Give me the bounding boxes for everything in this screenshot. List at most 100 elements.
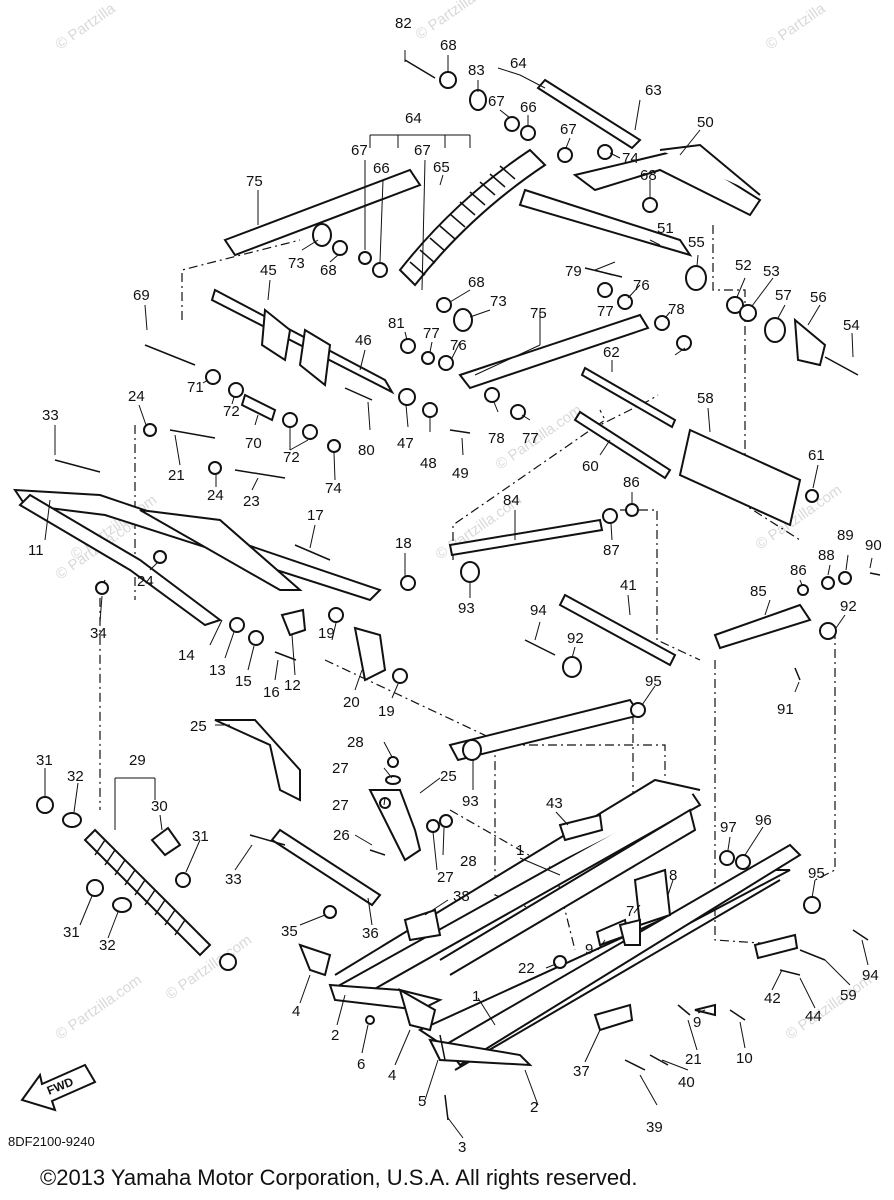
callout-88: 88 xyxy=(818,547,835,564)
callout-74: 74 xyxy=(622,150,639,167)
callout-78: 78 xyxy=(668,301,685,318)
callout-7: 7 xyxy=(626,903,634,920)
callout-83: 83 xyxy=(468,62,485,79)
callout-16: 16 xyxy=(263,684,280,701)
callout-66: 66 xyxy=(373,160,390,177)
callout-89: 89 xyxy=(837,527,854,544)
callout-86: 86 xyxy=(623,474,640,491)
watermark: © Partzilla xyxy=(763,0,829,53)
watermark: © Partzilla.com xyxy=(53,971,146,1043)
callout-97: 97 xyxy=(720,819,737,836)
callout-28: 28 xyxy=(347,734,364,751)
callout-54: 54 xyxy=(843,317,860,334)
callout-78: 78 xyxy=(488,430,505,447)
callout-46: 46 xyxy=(355,332,372,349)
callout-72: 72 xyxy=(283,449,300,466)
callout-64: 64 xyxy=(405,110,422,127)
callout-50: 50 xyxy=(697,114,714,131)
callout-87: 87 xyxy=(603,542,620,559)
callout-31: 31 xyxy=(192,828,209,845)
callout-95: 95 xyxy=(808,865,825,882)
callout-24: 24 xyxy=(207,487,224,504)
callout-36: 36 xyxy=(362,925,379,942)
callout-40: 40 xyxy=(678,1074,695,1091)
callout-42: 42 xyxy=(764,990,781,1007)
callout-21: 21 xyxy=(685,1051,702,1068)
callout-77: 77 xyxy=(522,430,539,447)
callout-43: 43 xyxy=(546,795,563,812)
callout-92: 92 xyxy=(567,630,584,647)
callout-68: 68 xyxy=(640,167,657,184)
callout-63: 63 xyxy=(645,82,662,99)
callout-51: 51 xyxy=(657,220,674,237)
callout-31: 31 xyxy=(63,924,80,941)
callout-91: 91 xyxy=(777,701,794,718)
callout-25: 25 xyxy=(440,768,457,785)
callout-19: 19 xyxy=(318,625,335,642)
callout-67: 67 xyxy=(351,142,368,159)
callout-10: 10 xyxy=(736,1050,753,1067)
callout-6: 6 xyxy=(357,1056,365,1073)
callout-52: 52 xyxy=(735,257,752,274)
callout-56: 56 xyxy=(810,289,827,306)
callout-41: 41 xyxy=(620,577,637,594)
callout-86: 86 xyxy=(790,562,807,579)
callout-20: 20 xyxy=(343,694,360,711)
callout-94: 94 xyxy=(862,967,879,984)
callout-61: 61 xyxy=(808,447,825,464)
callout-22: 22 xyxy=(518,960,535,977)
watermark: © Partzilla.com xyxy=(413,0,506,43)
callout-4: 4 xyxy=(292,1003,300,1020)
callout-34: 34 xyxy=(90,625,107,642)
callout-33: 33 xyxy=(225,871,242,888)
callout-37: 37 xyxy=(573,1063,590,1080)
callout-68: 68 xyxy=(468,274,485,291)
callout-67: 67 xyxy=(560,121,577,138)
callout-68: 68 xyxy=(440,37,457,54)
callout-75: 75 xyxy=(246,173,263,190)
callout-58: 58 xyxy=(697,390,714,407)
callout-48: 48 xyxy=(420,455,437,472)
callout-72: 72 xyxy=(223,403,240,420)
hardware-items xyxy=(36,71,852,1032)
callout-84: 84 xyxy=(503,492,520,509)
callout-70: 70 xyxy=(245,435,262,452)
callout-92: 92 xyxy=(840,598,857,615)
callout-77: 77 xyxy=(423,325,440,342)
callout-93: 93 xyxy=(462,793,479,810)
callout-9: 9 xyxy=(585,941,593,958)
callout-67: 67 xyxy=(414,142,431,159)
callout-8: 8 xyxy=(669,867,677,884)
callout-15: 15 xyxy=(235,673,252,690)
callout-73: 73 xyxy=(288,255,305,272)
callout-2: 2 xyxy=(530,1099,538,1116)
callout-24: 24 xyxy=(128,388,145,405)
callout-31: 31 xyxy=(36,752,53,769)
callout-67: 67 xyxy=(488,93,505,110)
callout-82: 82 xyxy=(395,15,412,32)
callout-1: 1 xyxy=(472,988,480,1005)
watermark: © Partzilla.com xyxy=(493,401,586,473)
callout-35: 35 xyxy=(281,923,298,940)
callout-5: 5 xyxy=(418,1093,426,1110)
callout-69: 69 xyxy=(133,287,150,304)
leader-lines xyxy=(44,50,873,1139)
assembly-guide-lines xyxy=(99,225,836,951)
callout-71: 71 xyxy=(187,379,204,396)
callout-75: 75 xyxy=(530,305,547,322)
callout-9: 9 xyxy=(693,1014,701,1031)
callout-39: 39 xyxy=(646,1119,663,1136)
callout-95: 95 xyxy=(645,673,662,690)
callout-27: 27 xyxy=(332,797,349,814)
callout-79: 79 xyxy=(565,263,582,280)
callout-96: 96 xyxy=(755,812,772,829)
callout-66: 66 xyxy=(520,99,537,116)
callout-18: 18 xyxy=(395,535,412,552)
callout-13: 13 xyxy=(209,662,226,679)
callout-76: 76 xyxy=(450,337,467,354)
callout-60: 60 xyxy=(582,458,599,475)
callout-11: 11 xyxy=(28,542,44,559)
callout-59: 59 xyxy=(840,987,857,1004)
callout-25: 25 xyxy=(190,718,207,735)
